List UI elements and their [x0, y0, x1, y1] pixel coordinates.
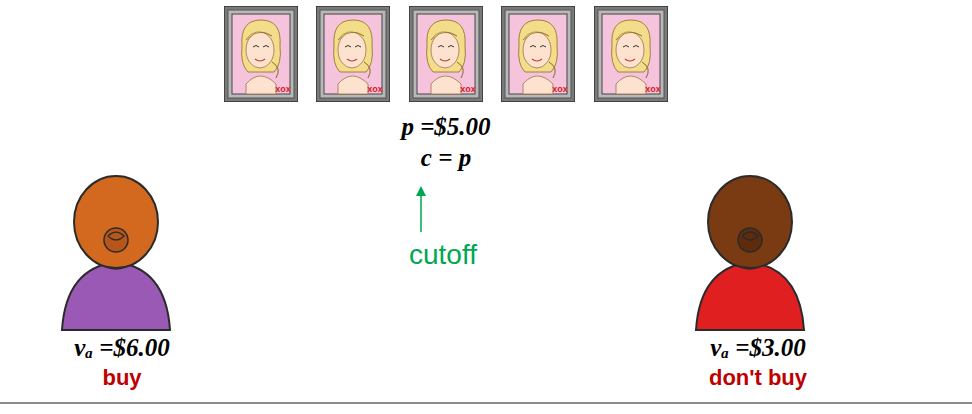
- valuation-label: vₐ =$6.00: [74, 334, 169, 362]
- non-buyer-figure: [696, 176, 804, 330]
- frame-caption: xox: [552, 85, 568, 95]
- cost-label: c = p: [421, 144, 471, 172]
- frame-caption: xox: [275, 85, 291, 95]
- decision-label: buy: [102, 366, 141, 390]
- frame-caption: xox: [460, 85, 476, 95]
- buyer-figure: [62, 176, 170, 330]
- price-label: p =$5.00: [401, 113, 490, 141]
- decision-label: don't buy: [709, 366, 807, 390]
- valuation-label: vₐ =$3.00: [710, 334, 805, 362]
- cutoff-label: cutoff: [409, 240, 477, 271]
- frame-caption: xox: [645, 85, 661, 95]
- frame-caption: xox: [367, 85, 383, 95]
